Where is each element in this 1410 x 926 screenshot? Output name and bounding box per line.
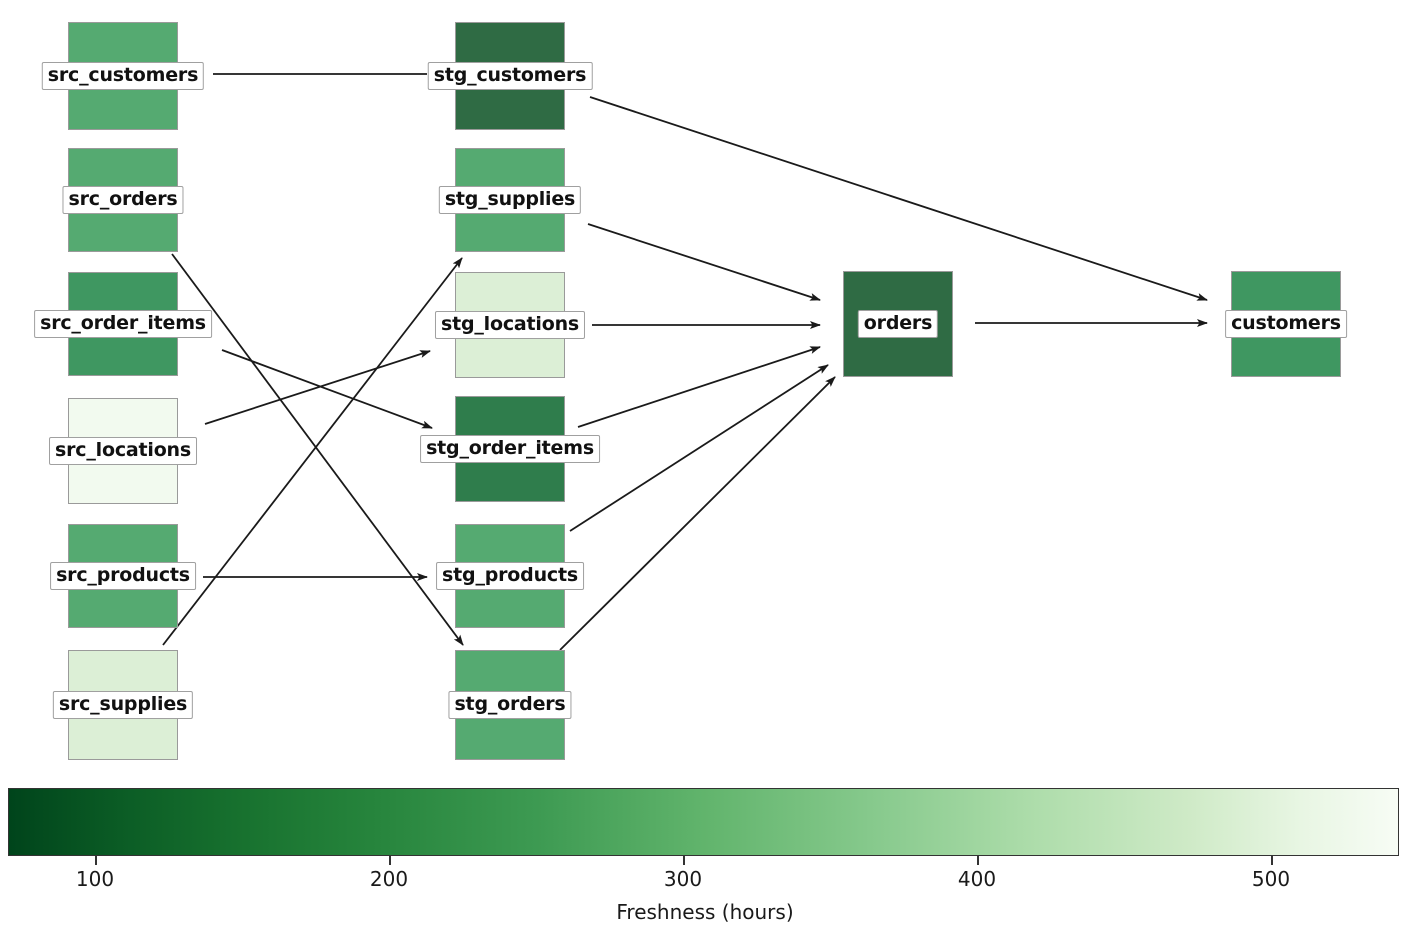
node-label-src_order_items: src_order_items (34, 310, 212, 338)
colorbar-tick-label: 500 (1251, 867, 1291, 891)
node-label-src_products: src_products (50, 562, 196, 590)
colorbar-gradient (8, 788, 1399, 856)
colorbar-tick (683, 856, 685, 865)
node-label-customers: customers (1225, 310, 1347, 338)
colorbar[interactable]: 100 200 300 400 500 (8, 788, 1399, 891)
colorbar-tick (95, 856, 97, 865)
node-label-stg_supplies: stg_supplies (438, 186, 582, 214)
edge-stg_orders-to-orders (559, 376, 836, 651)
node-label-stg_customers: stg_customers (427, 62, 593, 90)
colorbar-tick (1271, 856, 1273, 865)
node-label-stg_order_items: stg_order_items (420, 435, 600, 463)
edge-src_locations-to-stg_locations (204, 350, 431, 425)
node-label-src_customers: src_customers (41, 62, 205, 90)
node-label-orders: orders (857, 310, 939, 338)
colorbar-tick-label: 300 (663, 867, 703, 891)
edge-layer (162, 73, 1208, 651)
colorbar-tick-label: 100 (75, 867, 115, 891)
colorbar-title: Freshness (hours) (616, 900, 794, 924)
node-label-src_orders: src_orders (62, 186, 184, 214)
edge-stg_order_items-to-orders (577, 346, 821, 428)
edge-src_order_items-to-stg_order_items (221, 349, 433, 429)
node-label-src_locations: src_locations (49, 437, 197, 465)
colorbar-tick (389, 856, 391, 865)
node-label-stg_locations: stg_locations (434, 311, 586, 339)
node-label-src_supplies: src_supplies (52, 691, 194, 719)
edge-stg_products-to-orders (569, 364, 829, 532)
colorbar-tick-label: 200 (369, 867, 409, 891)
edge-stg_supplies-to-orders (587, 223, 821, 301)
colorbar-tick-label: 400 (957, 867, 997, 891)
colorbar-tick (977, 856, 979, 865)
node-label-stg_orders: stg_orders (448, 691, 572, 719)
edge-stg_customers-to-customers (589, 96, 1208, 301)
node-label-stg_products: stg_products (436, 562, 584, 590)
